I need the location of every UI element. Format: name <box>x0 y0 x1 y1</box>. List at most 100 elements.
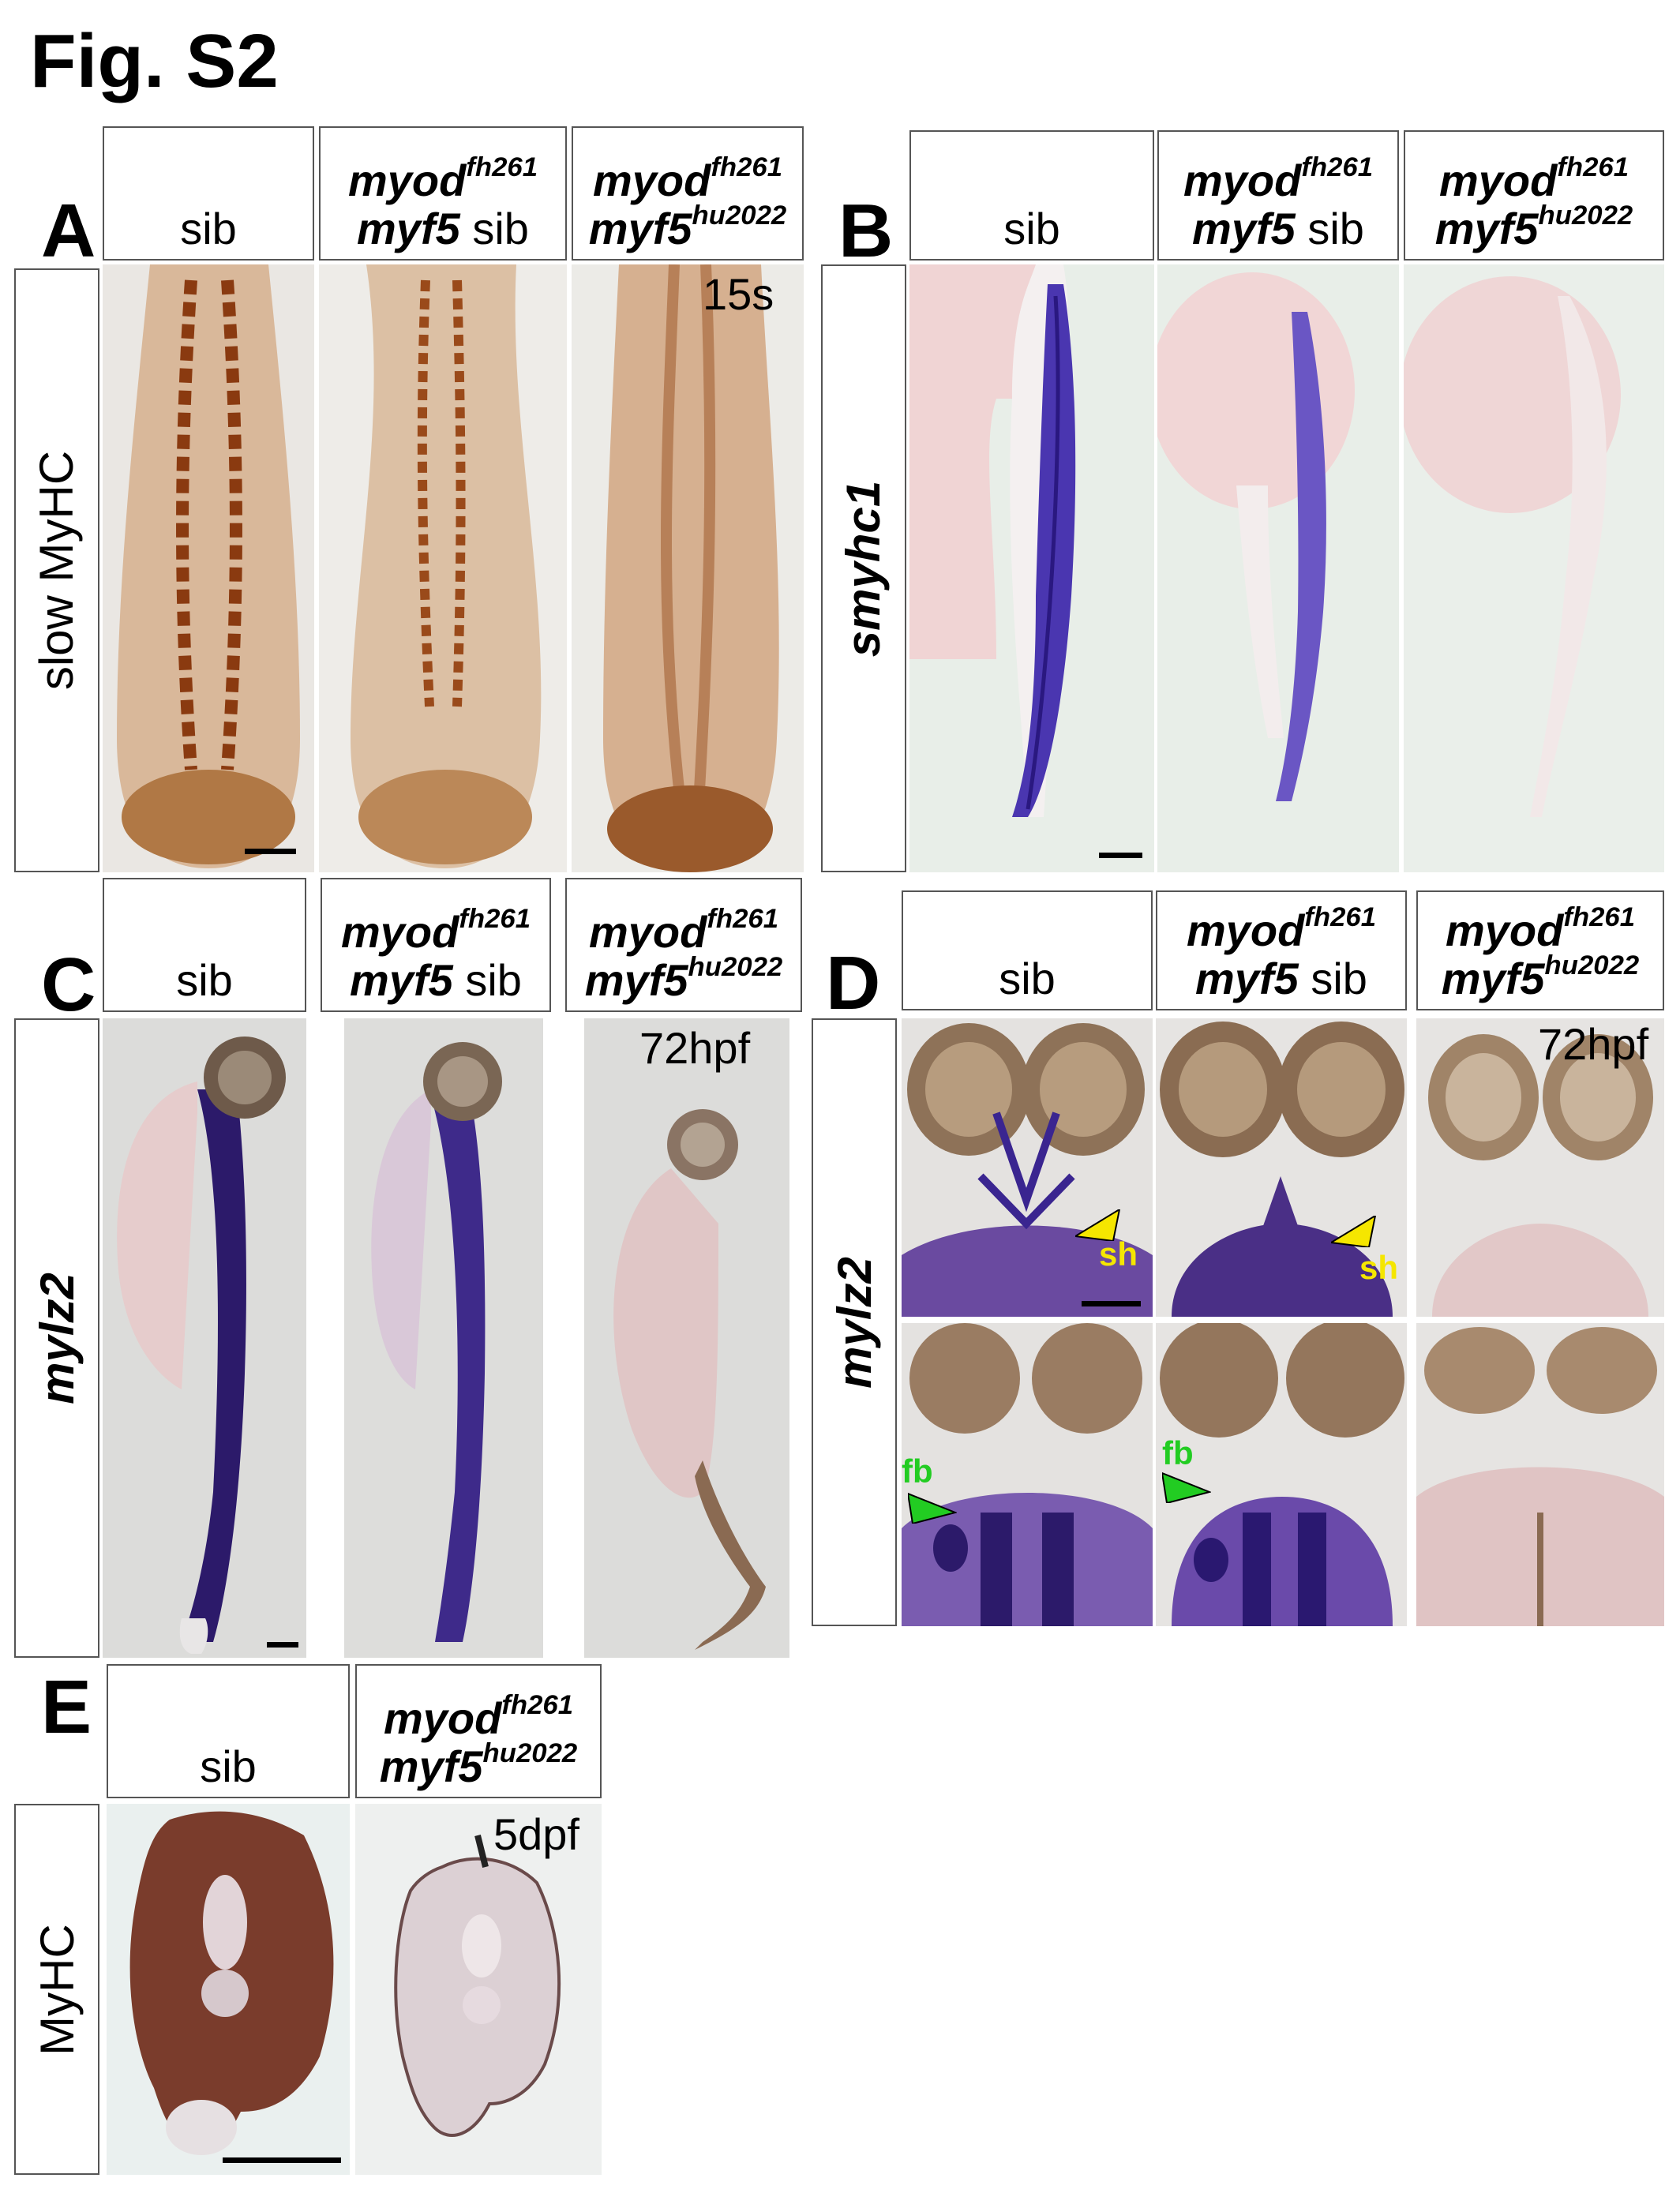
panel-a-image-myod-myf5sib <box>319 264 567 872</box>
panel-d-image-myod-myf5sib-dorsal <box>1156 1323 1407 1626</box>
panel-d-annotation-sh-myod: sh <box>1359 1249 1399 1286</box>
panel-b-header-myod-myf5sib: myodfh261 myf5 sib <box>1157 130 1399 261</box>
panel-d-header-double-mutant: myodfh261 myf5hu2022 <box>1416 890 1664 1010</box>
larva-myod-myf5sib-mylz2 <box>371 1042 502 1642</box>
panel-d-annotation-fb-sib: fb <box>902 1453 933 1490</box>
panel-b-image-sib <box>909 264 1154 872</box>
panel-c-header-sib: sib <box>103 878 306 1012</box>
gene-myf5: myf5 <box>357 203 460 253</box>
genotype-sib: sib <box>999 953 1056 1003</box>
gene-myod: myod <box>1186 905 1305 956</box>
allele-fh261: fh261 <box>707 904 779 935</box>
gene-myf5: myf5 <box>1195 953 1299 1003</box>
panel-c-image-sib <box>103 1018 306 1658</box>
panel-b-header-double-mutant: myodfh261 myf5hu2022 <box>1404 130 1664 261</box>
panel-a-image-double-mutant <box>572 264 804 872</box>
allele-hu2022: hu2022 <box>482 1738 578 1768</box>
allele-fh261: fh261 <box>466 152 538 183</box>
gene-myf5: myf5 <box>1192 203 1296 253</box>
panel-b-image-myod-myf5sib <box>1157 264 1399 872</box>
allele-fh261: fh261 <box>501 1690 574 1721</box>
panel-a-row-label: slow MyHC <box>14 268 99 872</box>
panel-e-stage-label: 5dpf <box>493 1809 579 1859</box>
panel-label-e: E <box>41 1665 92 1749</box>
panel-label-b: B <box>838 189 894 273</box>
panel-label-a: A <box>41 189 96 273</box>
panel-d-arrowhead-sh-sib <box>1075 1209 1121 1241</box>
panel-e-header-double-mutant: myodfh261 myf5hu2022 <box>355 1664 602 1798</box>
panel-c-row-label: mylz2 <box>14 1018 99 1658</box>
panel-c-header-double-mutant: myodfh261 myf5hu2022 <box>565 878 802 1012</box>
panel-a-image-sib <box>103 264 314 872</box>
panel-d-arrowhead-sh-myod <box>1331 1216 1377 1247</box>
allele-fh261: fh261 <box>1304 902 1377 933</box>
gene-myf5: myf5 <box>1434 203 1539 253</box>
genotype-sib-suffix: sib <box>459 203 529 253</box>
panel-label-c: C <box>41 943 96 1027</box>
head-double-mutant-ventral-mylz2 <box>1428 1034 1653 1317</box>
panel-d-row-label: mylz2 <box>812 1018 897 1626</box>
gene-myf5: myf5 <box>584 954 688 1005</box>
panel-d-image-sib-dorsal <box>902 1323 1153 1626</box>
embryo-myod-myf5sib-slow-myhc <box>351 264 542 868</box>
panel-b-image-double-mutant <box>1404 264 1664 872</box>
panel-d-annotation-fb-myod: fb <box>1162 1434 1194 1471</box>
section-sib-myhc <box>129 1811 334 2155</box>
gene-myf5: myf5 <box>350 954 453 1005</box>
genotype-sib: sib <box>176 954 233 1005</box>
allele-fh261: fh261 <box>1301 152 1374 183</box>
gene-myod: myod <box>588 907 707 958</box>
embryo-myod-myf5sib-smyhc1 <box>1157 272 1355 801</box>
panel-c-image-myod-myf5sib <box>344 1018 543 1658</box>
genotype-sib-suffix: sib <box>1295 203 1364 253</box>
larva-double-mutant-mylz2 <box>613 1109 766 1650</box>
embryo-sib-smyhc1 <box>909 264 1076 817</box>
panel-e-header-sib: sib <box>107 1664 350 1798</box>
panel-c-stage-label: 72hpf <box>639 1023 751 1073</box>
allele-fh261: fh261 <box>1563 902 1636 933</box>
gene-myod: myod <box>1445 905 1564 956</box>
panel-a-stage-label: 15s <box>703 269 774 319</box>
allele-fh261: fh261 <box>711 152 783 183</box>
head-double-mutant-dorsal-mylz2 <box>1416 1327 1664 1626</box>
genotype-sib: sib <box>200 1741 257 1791</box>
panel-d-image-double-mutant-dorsal <box>1416 1323 1664 1626</box>
gene-myod: myod <box>340 907 459 958</box>
panel-e-row-label: MyHC <box>14 1804 99 2175</box>
gene-myf5: myf5 <box>588 203 692 253</box>
gene-myf5: myf5 <box>379 1741 483 1791</box>
panel-d-image-double-mutant-ventral <box>1416 1018 1664 1317</box>
embryo-double-mutant-smyhc1 <box>1404 276 1621 817</box>
panel-b-header-sib: sib <box>909 130 1154 261</box>
embryo-sib-slow-myhc <box>117 264 300 868</box>
panel-e-image-double-mutant <box>355 1804 602 2175</box>
panel-d-scale-bar <box>1082 1301 1141 1306</box>
head-sib-dorsal-mylz2 <box>902 1323 1153 1626</box>
allele-hu2022: hu2022 <box>1544 950 1640 980</box>
panel-a-header-sib: sib <box>103 126 314 261</box>
panel-e-scale-bar <box>223 2157 341 2163</box>
gene-myod: myod <box>347 156 467 206</box>
panel-c-scale-bar <box>267 1642 298 1648</box>
larva-sib-mylz2 <box>117 1037 286 1654</box>
panel-c-image-double-mutant <box>584 1018 789 1658</box>
allele-hu2022: hu2022 <box>688 951 783 982</box>
panel-d-image-myod-myf5sib-ventral <box>1156 1018 1407 1317</box>
gene-myod: myod <box>592 156 711 206</box>
head-myod-myf5sib-ventral-mylz2 <box>1160 1022 1404 1317</box>
section-double-mutant-myhc <box>394 1835 561 2137</box>
panel-c-header-myod-myf5sib: myodfh261 myf5 sib <box>321 878 551 1012</box>
panel-label-d: D <box>826 941 881 1025</box>
allele-hu2022: hu2022 <box>1538 200 1633 231</box>
panel-e-image-sib <box>107 1804 350 2175</box>
gene-myod: myod <box>1438 156 1558 206</box>
head-myod-myf5sib-dorsal-mylz2 <box>1160 1323 1404 1626</box>
panel-d-arrowhead-fb-myod <box>1162 1471 1211 1503</box>
panel-d-header-sib: sib <box>902 890 1153 1010</box>
head-sib-ventral-mylz2 <box>902 1023 1153 1317</box>
gene-myf5: myf5 <box>1441 953 1545 1003</box>
embryo-double-mutant-slow-myhc <box>603 264 779 872</box>
panel-a-scale-bar <box>245 849 296 854</box>
panel-a-header-double-mutant: myodfh261 myf5hu2022 <box>572 126 804 261</box>
panel-b-scale-bar <box>1099 853 1142 858</box>
